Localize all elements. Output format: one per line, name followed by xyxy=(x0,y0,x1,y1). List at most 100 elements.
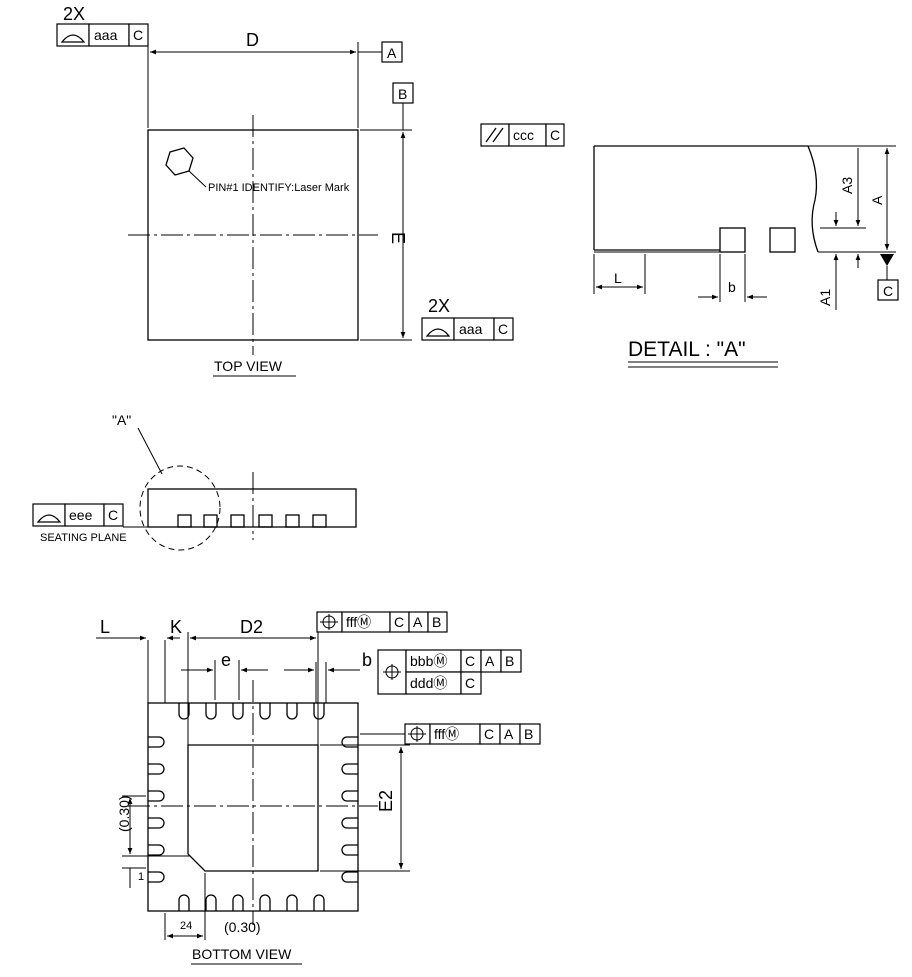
bottom-view-pins xyxy=(148,703,358,911)
pos-tol-right-d2: A xyxy=(504,726,514,742)
lead-pad xyxy=(313,703,325,720)
datum-a-label: A xyxy=(387,45,397,61)
lead-pad xyxy=(148,844,165,856)
pos-tol-top-d1: C xyxy=(394,614,404,630)
lead-tol1-d3-cell xyxy=(500,649,522,673)
dim-a: A xyxy=(869,195,885,205)
lead-pad xyxy=(178,703,190,720)
dim-030-v: (0.30) xyxy=(116,795,132,832)
parallelism-icon-2 xyxy=(492,127,504,143)
side-view: "A" eee C SEATING PLANE xyxy=(32,412,357,551)
lead-pad xyxy=(148,871,165,883)
detail-lead-2 xyxy=(769,227,796,253)
dim-l-bv: L xyxy=(100,617,110,637)
lead-pad xyxy=(205,894,217,911)
tol-right-datum: C xyxy=(498,321,508,337)
count-right: 2X xyxy=(428,296,450,316)
parallelism-icon-1 xyxy=(485,127,497,143)
dim-e: E xyxy=(388,232,408,244)
dim-a1: A1 xyxy=(817,289,833,306)
side-lead-1 xyxy=(177,514,192,528)
lead-tol1-d2: A xyxy=(485,653,495,669)
side-lead-2 xyxy=(203,514,218,528)
lead-pad xyxy=(286,703,298,720)
lead-tol1-value: bbbⓂ xyxy=(410,653,447,669)
lead-pad xyxy=(148,817,165,829)
bottom-view: L K D2 e b fffⓂ C A B bbbⓂ xyxy=(96,611,541,965)
detail-break-line xyxy=(807,145,819,253)
datum-a-frame xyxy=(381,41,403,63)
datum-c-triangle xyxy=(880,254,894,266)
lead-pad xyxy=(178,894,190,911)
dim-d2: D2 xyxy=(240,617,263,637)
pin1-mark-icon xyxy=(165,147,194,176)
dim-a3: A3 xyxy=(839,177,855,194)
parallel-frame-cell xyxy=(480,123,510,147)
lead-pad xyxy=(286,894,298,911)
seating-datum-cell xyxy=(103,503,124,527)
surface-profile-icon-2 xyxy=(425,328,451,337)
parallel-value: ccc xyxy=(513,127,534,143)
dim-e-pitch: e xyxy=(221,650,231,670)
parallel-datum: C xyxy=(550,127,560,143)
lead-pad xyxy=(148,736,165,748)
pos-tol-top-d2: A xyxy=(413,614,423,630)
dim-d: D xyxy=(246,30,259,50)
detail-a-circle xyxy=(139,465,221,551)
pos-tol-right-d1: C xyxy=(484,726,494,742)
lead-pad xyxy=(341,790,358,802)
datum-b-frame xyxy=(392,82,414,104)
pos-tol-right-d3: B xyxy=(524,726,533,742)
lead-pad xyxy=(148,790,165,802)
pin1-note: PIN#1 IDENTIFY:Laser Mark xyxy=(208,182,350,194)
pin-24-label: 24 xyxy=(180,920,192,932)
top-view-title: TOP VIEW xyxy=(214,358,283,374)
lead-tol1-d3: B xyxy=(505,653,514,669)
side-view-body xyxy=(147,488,357,528)
datum-c-frame xyxy=(877,279,899,301)
dim-b-bv: b xyxy=(362,650,372,670)
lead-tol2-value: dddⓂ xyxy=(410,675,447,691)
lead-pad xyxy=(341,871,358,883)
lead-pad xyxy=(341,763,358,775)
lead-tol2-d1-cell xyxy=(460,671,482,695)
tol-right-value: aaa xyxy=(459,321,483,337)
parallel-datum-cell xyxy=(545,123,565,147)
tol-top-value: aaa xyxy=(94,27,118,43)
lead-pad xyxy=(259,703,271,720)
side-lead-4 xyxy=(258,514,273,528)
detail-title: DETAIL : "A" xyxy=(628,338,746,361)
bottom-view-title: BOTTOM VIEW xyxy=(192,946,292,962)
dim-k: K xyxy=(170,617,182,637)
dim-b-detail: b xyxy=(728,279,736,295)
lead-pad xyxy=(232,894,244,911)
tol-top-datum: C xyxy=(133,27,143,43)
callout-a-leader xyxy=(137,427,163,475)
lead-pad xyxy=(341,817,358,829)
datum-b-label: B xyxy=(398,86,407,102)
pos-tol-top-d3: B xyxy=(432,614,441,630)
callout-a: "A" xyxy=(112,412,131,428)
side-lead-3 xyxy=(230,514,245,528)
datum-c-label: C xyxy=(883,283,893,299)
exposed-pad xyxy=(187,744,319,872)
surface-profile-icon-3 xyxy=(36,514,62,523)
pin-1-label: 1 xyxy=(138,871,144,883)
side-lead-6 xyxy=(312,514,327,528)
side-lead-5 xyxy=(285,514,300,528)
tol-right-datum-cell xyxy=(493,317,514,341)
surface-profile-icon xyxy=(60,34,86,43)
lead-tol1-d1: C xyxy=(465,653,475,669)
seating-tol-value: eee xyxy=(69,507,93,523)
lead-pad xyxy=(341,736,358,748)
pin1-leader xyxy=(188,170,207,188)
pos-top-d3-cell xyxy=(427,611,448,633)
pos-tol-right-value: fffⓂ xyxy=(434,726,459,742)
seating-tol-datum: C xyxy=(108,507,118,523)
top-view: PIN#1 IDENTIFY:Laser Mark D A 2X aaa C E… xyxy=(56,4,514,377)
lead-tol2-d1: C xyxy=(465,675,475,691)
detail-lead-1 xyxy=(719,227,746,253)
dim-e2: E2 xyxy=(376,790,396,812)
lead-pad xyxy=(205,703,217,720)
